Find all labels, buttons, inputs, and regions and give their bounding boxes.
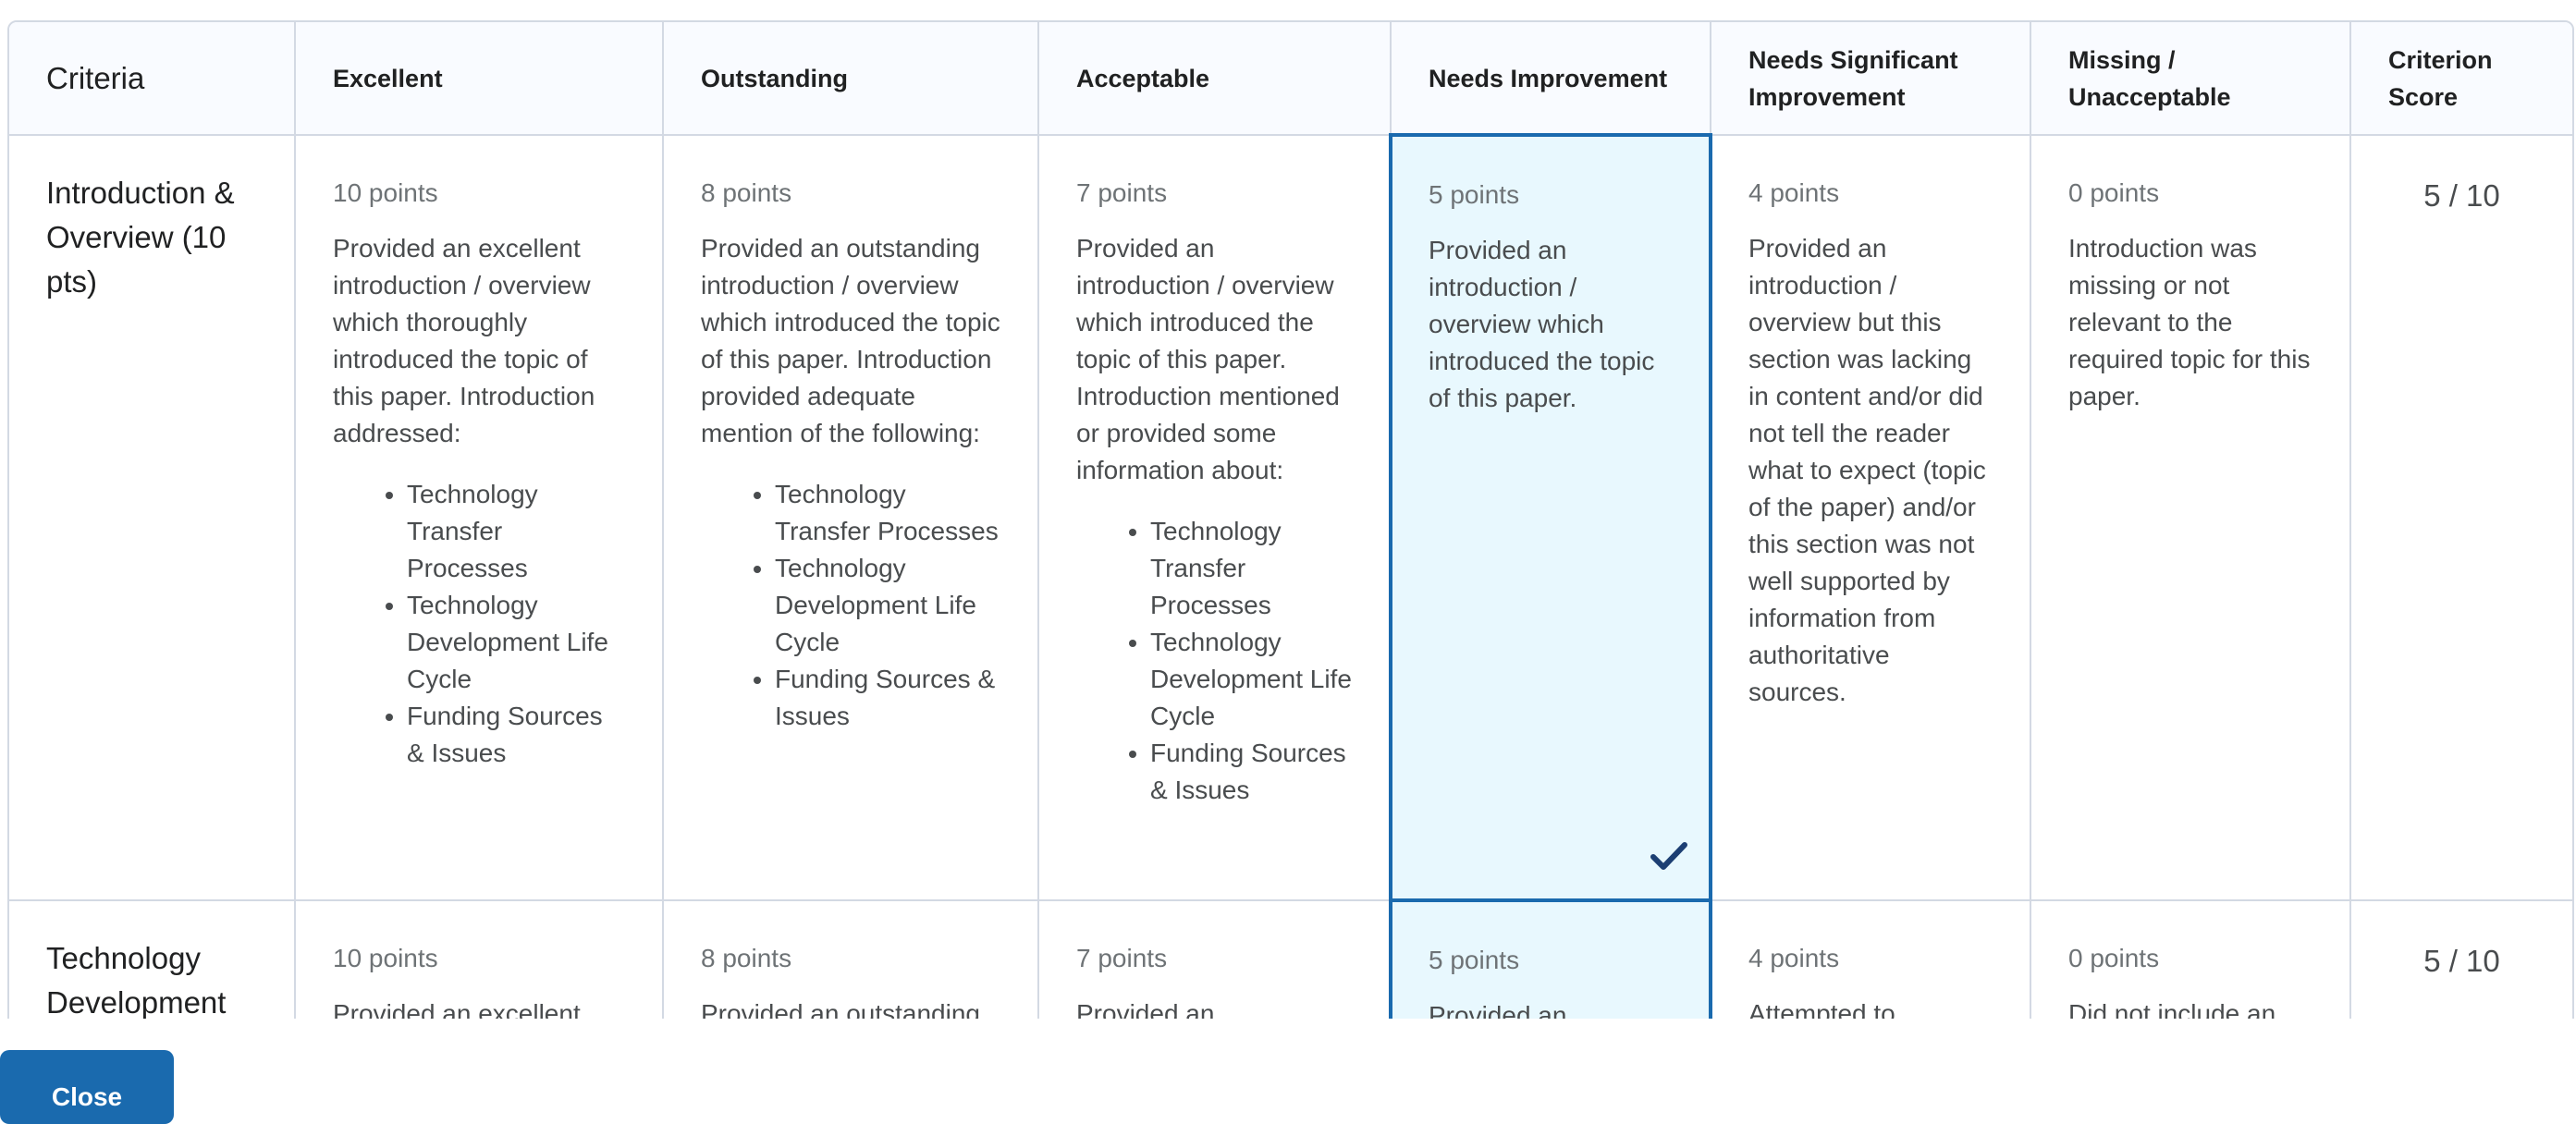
header-outstanding: Outstanding: [663, 22, 1039, 136]
level-description: Provided an excellent introduction / ove…: [333, 230, 625, 772]
header-criteria: Criteria: [9, 22, 296, 136]
level-description-text: Introduction was missing or not relevant…: [2068, 234, 2311, 410]
criterion-score: 5 / 10: [2350, 900, 2572, 1019]
level-cell-excellent[interactable]: 10 points Provided an excellent introduc…: [295, 135, 664, 901]
level-points: 8 points: [701, 944, 792, 972]
level-cell-needs-improvement-selected[interactable]: 5 points Provided an introduction / over…: [1389, 133, 1712, 902]
list-item: Technology Development Life Cycle: [407, 587, 625, 698]
level-cell-outstanding[interactable]: 8 points Provided an outstanding introdu…: [663, 135, 1039, 901]
list-item: Funding Sources & Issues: [407, 698, 625, 772]
header-acceptable: Acceptable: [1038, 22, 1392, 136]
level-description-text: Provided an introduction / overview whic…: [1076, 234, 1340, 484]
level-cell-missing-unacceptable[interactable]: 0 points Did not include an: [2030, 900, 2351, 1019]
level-description: Provided an: [1429, 1001, 1567, 1019]
rubric-viewport: Criteria Excellent Outstanding Acceptabl…: [0, 0, 2576, 1019]
level-points: 7 points: [1076, 178, 1168, 207]
level-description-text: Provided an introduction / overview but …: [1748, 234, 1986, 706]
level-points: 10 points: [333, 178, 438, 207]
level-cell-missing-unacceptable[interactable]: 0 points Introduction was missing or not…: [2030, 135, 2351, 901]
list-item: Technology Transfer Processes: [1150, 513, 1353, 624]
level-description: Attempted to: [1748, 999, 1895, 1019]
level-cell-excellent[interactable]: 10 points Provided an excellent: [295, 900, 664, 1019]
level-points: 4 points: [1748, 944, 1840, 972]
list-item: Technology Development Life Cycle: [775, 550, 1000, 661]
criterion-row-technology-development: Technology Development 10 points Provide…: [9, 898, 2572, 1019]
list-item: Technology Development Life Cycle: [1150, 624, 1353, 735]
level-description: Did not include an: [2068, 999, 2276, 1019]
criterion-name: Technology Development: [46, 941, 227, 1019]
level-points: 4 points: [1748, 178, 1840, 207]
level-points: 5 points: [1429, 180, 1520, 209]
level-description: Provided an introduction / overview but …: [1748, 230, 1993, 711]
level-description: Provided an excellent: [333, 999, 581, 1019]
level-cell-needs-significant-improvement[interactable]: 4 points Provided an introduction / over…: [1711, 135, 2031, 901]
criterion-name-cell: Introduction & Overview (10 pts): [9, 135, 296, 901]
level-points: 0 points: [2068, 178, 2160, 207]
level-description: Provided an outstanding introduction / o…: [701, 230, 1000, 735]
level-description: Provided an: [1076, 999, 1215, 1019]
level-points: 7 points: [1076, 944, 1168, 972]
criterion-name-cell: Technology Development: [9, 900, 296, 1019]
level-description: Provided an introduction / overview whic…: [1429, 232, 1673, 417]
level-cell-needs-significant-improvement[interactable]: 4 points Attempted to: [1711, 900, 2031, 1019]
header-needs-significant-improvement: Needs Significant Improvement: [1711, 22, 2031, 136]
level-cell-needs-improvement-selected[interactable]: 5 points Provided an: [1389, 898, 1712, 1019]
rubric-table: Criteria Excellent Outstanding Acceptabl…: [9, 22, 2572, 1019]
criterion-name: Introduction & Overview (10 pts): [46, 176, 235, 299]
level-points: 8 points: [701, 178, 792, 207]
list-item: Technology Transfer Processes: [775, 476, 1000, 550]
header-excellent: Excellent: [295, 22, 664, 136]
list-item: Technology Transfer Processes: [407, 476, 625, 587]
level-cell-acceptable[interactable]: 7 points Provided an: [1038, 900, 1392, 1019]
level-points: 0 points: [2068, 944, 2160, 972]
rubric-header-row: Criteria Excellent Outstanding Acceptabl…: [9, 22, 2572, 136]
header-criterion-score: Criterion Score: [2350, 22, 2572, 136]
level-description-text: Provided an outstanding introduction / o…: [701, 234, 1000, 447]
list-item: Funding Sources & Issues: [1150, 735, 1353, 809]
rubric-table-container: Criteria Excellent Outstanding Acceptabl…: [7, 20, 2574, 1019]
header-needs-improvement: Needs Improvement: [1391, 22, 1711, 136]
level-points: 5 points: [1429, 946, 1520, 974]
level-bullet-list: Technology Transfer Processes Technology…: [701, 476, 1000, 735]
level-points: 10 points: [333, 944, 438, 972]
level-description-text: Provided an introduction / overview whic…: [1429, 236, 1655, 412]
list-item: Funding Sources & Issues: [775, 661, 1000, 735]
level-bullet-list: Technology Transfer Processes Technology…: [333, 476, 625, 772]
criterion-row-introduction: Introduction & Overview (10 pts) 10 poin…: [9, 133, 2572, 902]
criterion-score: 5 / 10: [2350, 135, 2572, 901]
close-button[interactable]: Close: [0, 1050, 174, 1124]
level-cell-outstanding[interactable]: 8 points Provided an outstanding: [663, 900, 1039, 1019]
level-description-text: Provided an excellent introduction / ove…: [333, 234, 595, 447]
level-description: Provided an introduction / overview whic…: [1076, 230, 1353, 809]
header-missing-unacceptable: Missing / Unacceptable: [2030, 22, 2351, 136]
checkmark-icon: [1650, 842, 1687, 870]
level-bullet-list: Technology Transfer Processes Technology…: [1076, 513, 1353, 809]
level-description: Introduction was missing or not relevant…: [2068, 230, 2312, 415]
level-description: Provided an outstanding: [701, 999, 980, 1019]
level-cell-acceptable[interactable]: 7 points Provided an introduction / over…: [1038, 135, 1392, 901]
